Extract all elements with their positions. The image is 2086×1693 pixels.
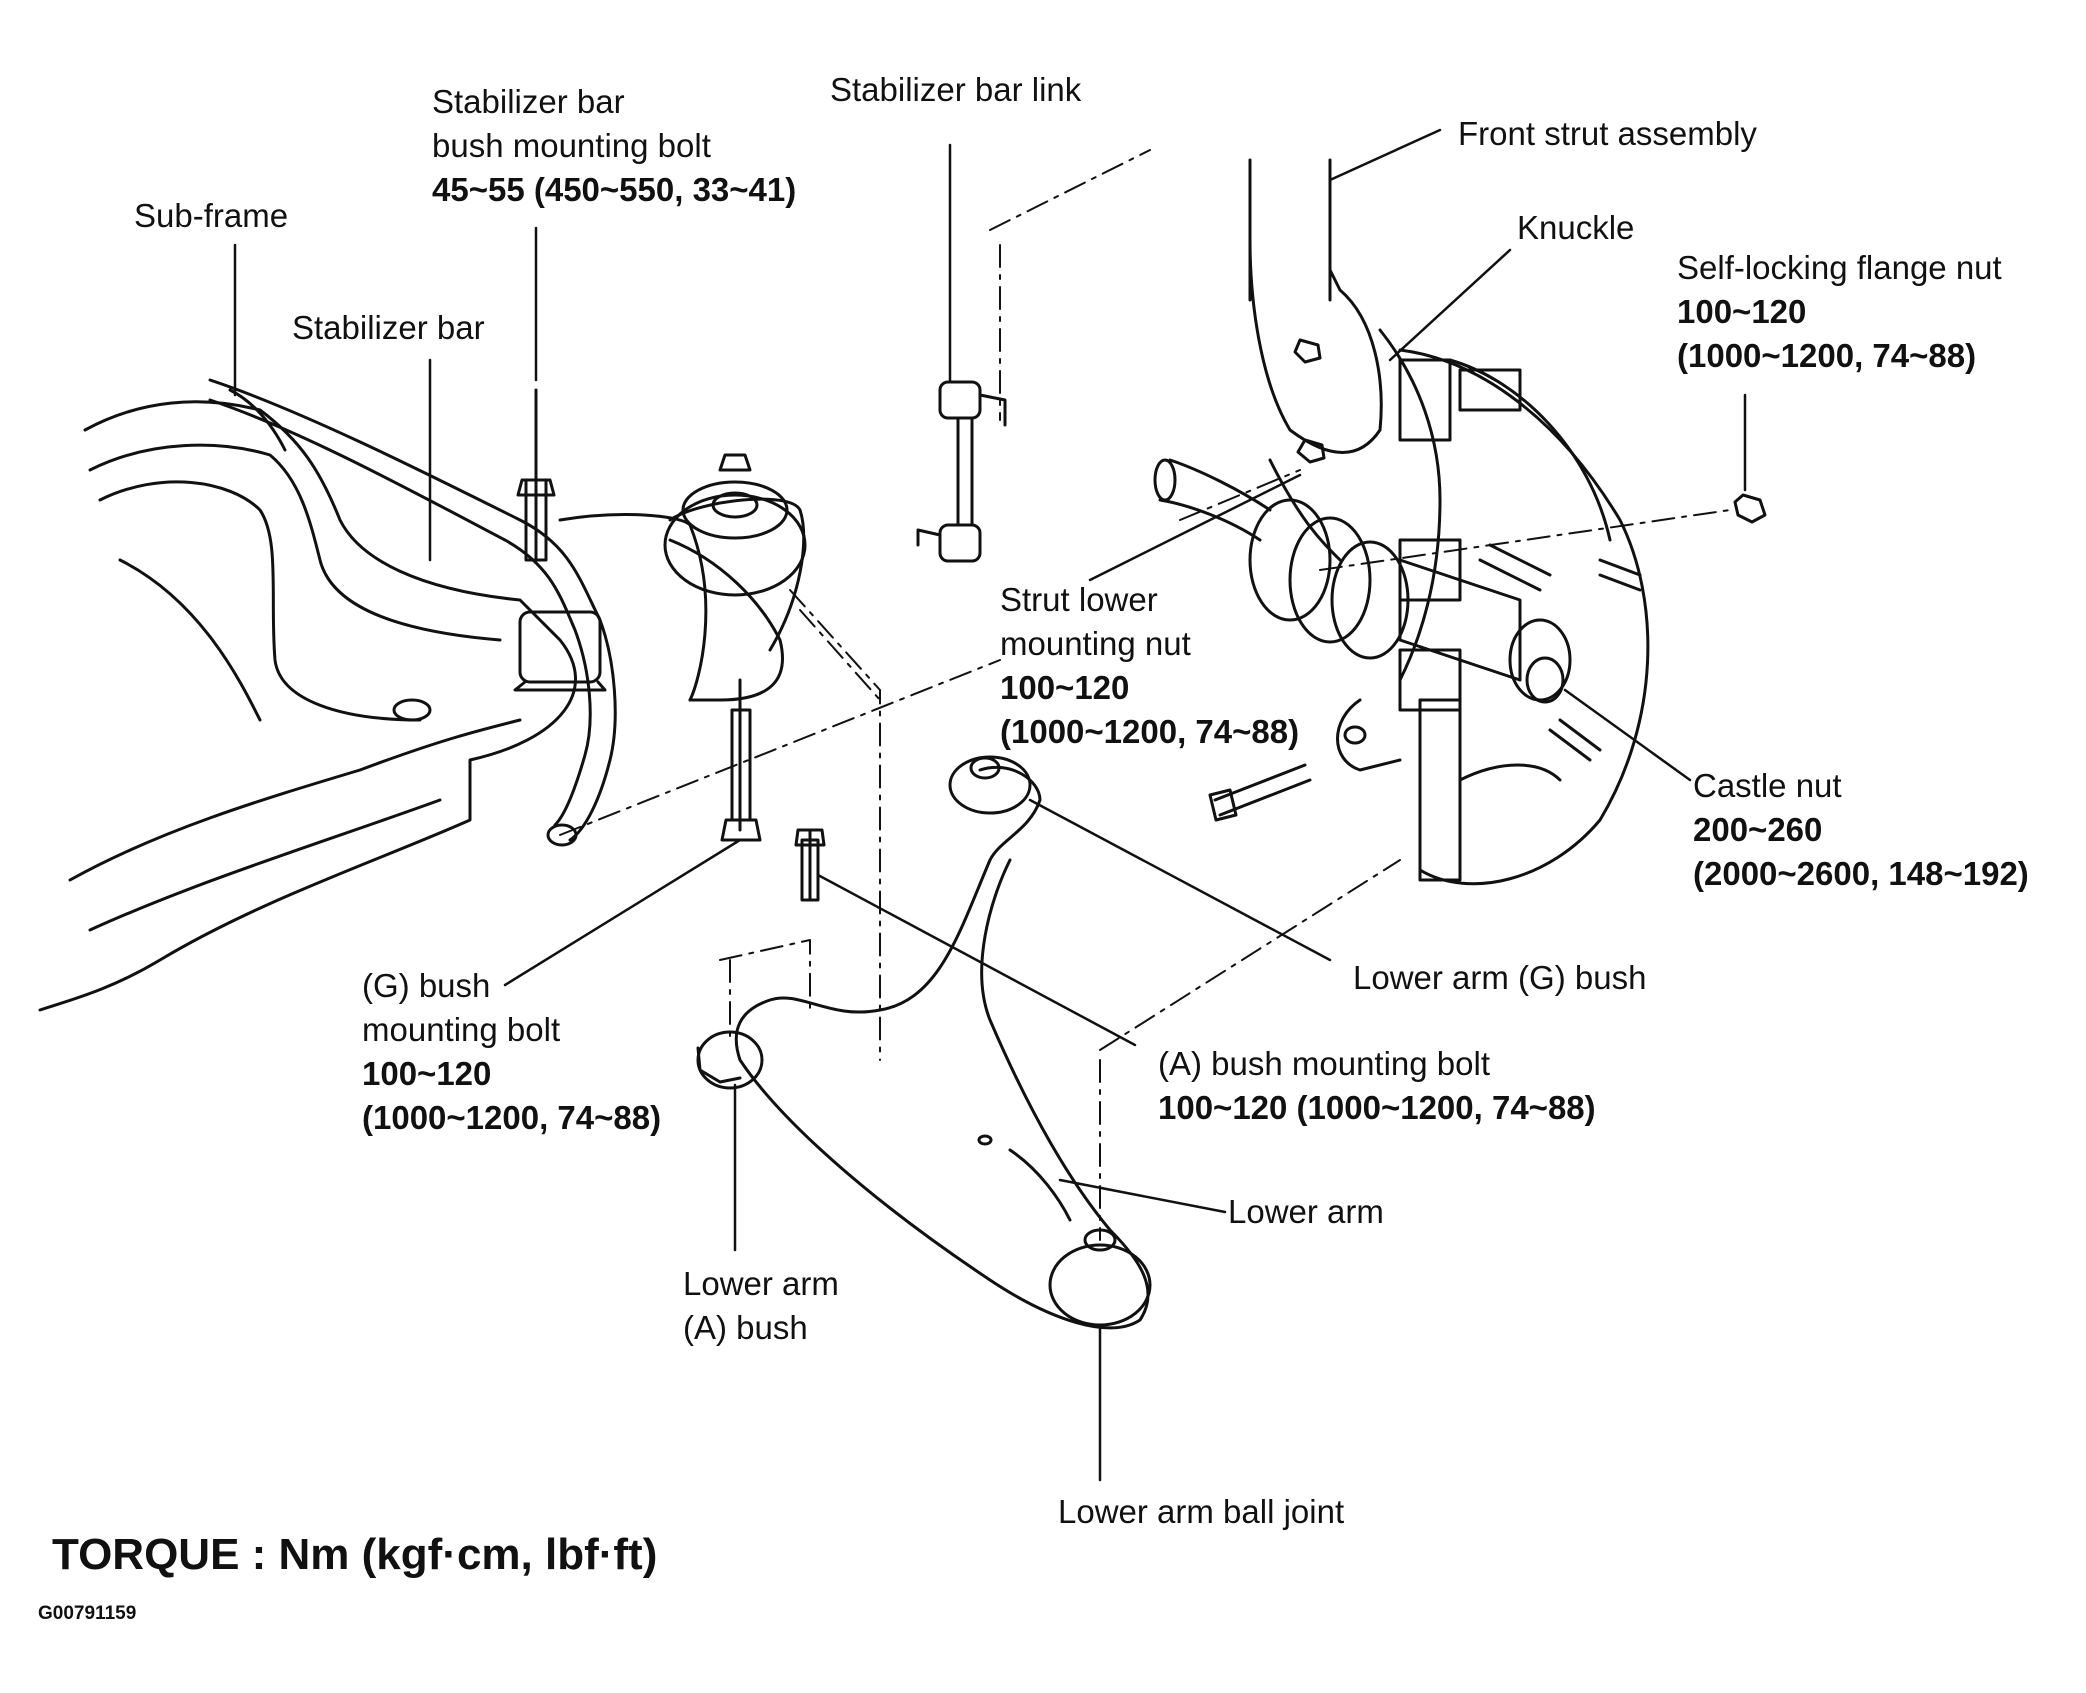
sub-frame-drawing: [38, 388, 577, 1012]
stabilizer-bush-drawing: [513, 388, 607, 692]
stabilizer-link-drawing: [916, 380, 1007, 563]
label-strut-lower-mounting-nut: Strut lower mounting nut 100~120 (1000~1…: [1000, 581, 1300, 750]
label-lower-arm-ball-joint: Lower arm ball joint: [1058, 1493, 1345, 1530]
label-lower-arm-a-bush: Lower arm (A) bush: [683, 1265, 839, 1346]
label-stabilizer-bar: Stabilizer bar: [292, 309, 485, 346]
label-castle-nut: Castle nut 200~260 (2000~2600, 148~192): [1693, 767, 2029, 892]
figure-code: G00791159: [38, 1603, 137, 1624]
drive-shaft-drawing: [1153, 458, 1572, 712]
label-stabilizer-bar-bush-bolt: Stabilizer bar bush mounting bolt 45~55 …: [432, 83, 797, 208]
label-sub-frame: Sub-frame: [134, 197, 289, 234]
stabilizer-bar-drawing: [208, 378, 617, 847]
lower-arm-bracket-drawing: [558, 453, 807, 842]
label-self-locking-flange-nut: Self-locking flange nut 100~120 (1000~12…: [1677, 249, 2002, 374]
studs-nuts-drawing: [1208, 338, 1767, 822]
label-lower-arm-g-bush: Lower arm (G) bush: [1353, 959, 1647, 996]
label-a-bush-mounting-bolt: (A) bush mounting bolt 100~120 (1000~120…: [1158, 1045, 1596, 1126]
label-stabilizer-bar-link: Stabilizer bar link: [830, 71, 1082, 108]
leader-lines: [233, 128, 1747, 1482]
label-knuckle: Knuckle: [1517, 209, 1635, 246]
lower-arm-drawing: [696, 755, 1152, 1330]
label-g-bush-mounting-bolt: (G) bush mounting bolt 100~120 (1000~120…: [362, 967, 662, 1136]
torque-units: TORQUE : Nm (kgf·cm, lbf·ft): [52, 1530, 658, 1579]
strut-knuckle-drawing: [1248, 158, 1650, 886]
label-lower-arm: Lower arm: [1228, 1193, 1384, 1230]
assembly-lines: [559, 149, 1731, 1241]
label-front-strut-assembly: Front strut assembly: [1458, 115, 1757, 152]
